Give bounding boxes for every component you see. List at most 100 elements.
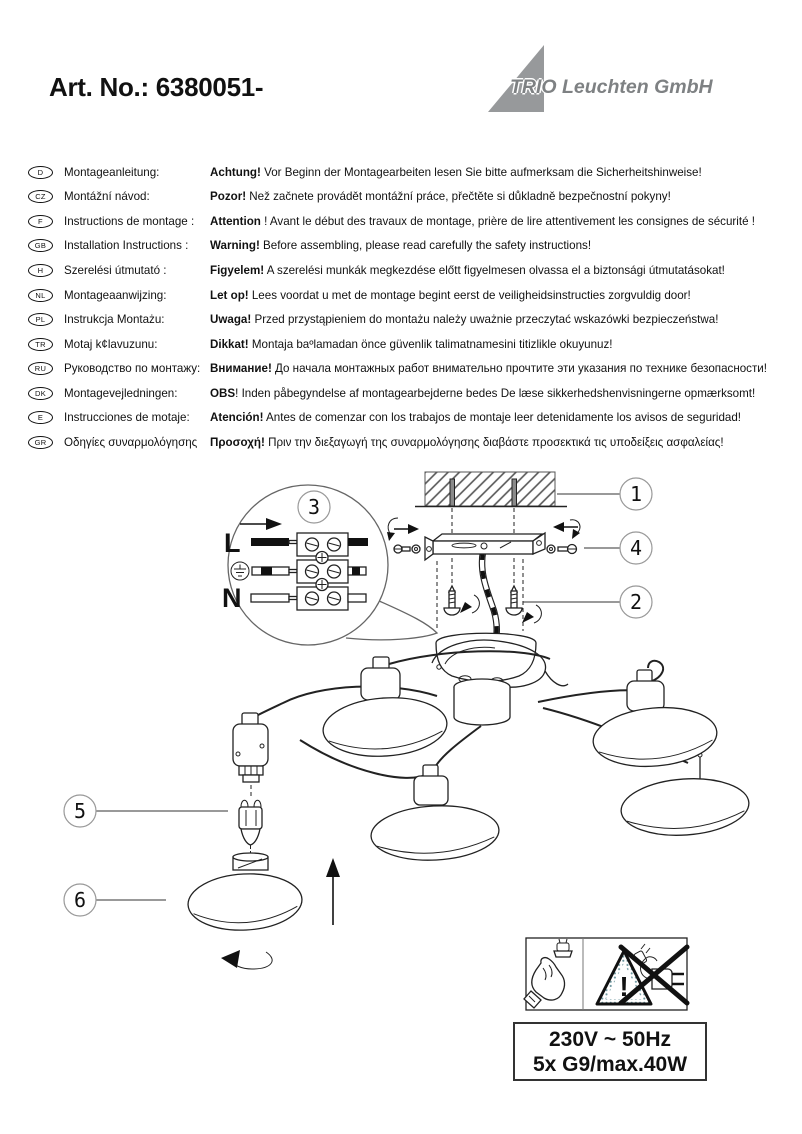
country-code-badge: H [28, 263, 53, 277]
warning-word: Προσοχή! [210, 435, 265, 449]
warning-word: Dikkat! [210, 337, 249, 351]
doc-type-label: Szerelési útmutató : [64, 263, 167, 277]
warning-text: A szerelési munkák megkezdése előtt figy… [264, 263, 725, 277]
warning-text: ! Inden påbegyndelse af montagearbejdern… [235, 386, 756, 400]
electrical-specs: 230V ~ 50Hz 5x G9/max.40W [513, 1022, 707, 1081]
brand-name: TRIO Leuchten GmbH [510, 76, 713, 98]
safety-notice: Внимание! До начала монтажных работ вним… [210, 362, 767, 375]
mounting-bracket [424, 531, 546, 562]
country-code-badge: GR [28, 435, 53, 449]
warning-text: До начала монтажных работ внимательно пр… [271, 362, 767, 376]
doc-type-label: Οδηγίες συναρμολόγησης [64, 435, 198, 449]
callout-1-number: 1 [630, 482, 642, 506]
socket [232, 723, 269, 767]
earth-symbol-icon [230, 561, 250, 581]
country-code-badge: GB [28, 239, 53, 253]
assembly-diagram: 3 L N [63, 471, 750, 1011]
safety-notice: Atención! Antes de comenzar con los trab… [210, 411, 741, 424]
neutral-wire-label: N [222, 583, 242, 613]
lamp-shade [187, 873, 303, 931]
country-code-badge: D [28, 165, 53, 179]
lamp-arm [388, 650, 551, 665]
doc-type-label: Installation Instructions : [64, 239, 189, 253]
language-row-cz: CZ Montážní návod: Pozor! Než začnete pr… [28, 185, 802, 210]
safety-notice: Attention ! Avant le début des travaux d… [210, 215, 755, 228]
safety-notice: Let op! Lees voordat u met de montage be… [210, 289, 691, 302]
shade-collar [232, 852, 269, 871]
warning-text: Vor Beginn der Montagearbeiten lesen Sie… [260, 165, 702, 179]
country-code-badge: PL [28, 313, 53, 327]
doc-type-label: Instrukcja Montażu: [64, 313, 165, 327]
article-number: Art. No.: 6380051- [49, 72, 264, 102]
terminal-block [296, 532, 349, 611]
bulb-spec: 5x G9/max.40W [532, 1053, 688, 1076]
socket [360, 667, 401, 701]
warning-word: Attention [210, 214, 261, 228]
neutral-wire [250, 593, 290, 603]
socket-nub [241, 712, 259, 726]
warning-word: Warning! [210, 239, 260, 253]
callout-2-number: 2 [630, 590, 642, 614]
wiring-detail-bubble: 3 L N [222, 484, 439, 646]
language-row-gb: GB Installation Instructions : Warning! … [28, 234, 802, 259]
socket [626, 680, 665, 712]
exploded-socket-assembly [187, 712, 303, 931]
country-code-badge: E [28, 411, 53, 425]
language-row-fr: F Instructions de montage : Attention ! … [28, 209, 802, 234]
lamp-shade [592, 706, 718, 768]
warning-word: Внимание! [210, 362, 272, 376]
language-notice-list: D Montageanleitung: Achtung! Vor Beginn … [28, 160, 802, 455]
callout-4-number: 4 [630, 536, 642, 560]
safety-notice: Προσοχή! Πριν την διεξαγωγή της συναρμολ… [210, 436, 724, 449]
canopy [431, 632, 569, 726]
doc-type-label: Montageanleitung: [64, 165, 160, 179]
callout-6 [63, 883, 97, 917]
canopy-swirl [431, 639, 547, 688]
callout-3: 3 [308, 495, 320, 519]
callout-6-number: 6 [74, 888, 86, 912]
warning-word: Let op! [210, 288, 249, 302]
language-row-de: D Montageanleitung: Achtung! Vor Beginn … [28, 160, 802, 185]
live-wire [251, 538, 289, 546]
doc-type-label: Montageaanwijzing: [64, 288, 167, 302]
callout-5-number: 5 [74, 799, 86, 823]
live-wire-label: L [224, 528, 241, 558]
callout-2 [619, 585, 653, 619]
warning-text: Než začnete provádět montážní práce, pře… [246, 190, 671, 204]
lamp-shade [620, 778, 750, 836]
language-row-pl: PL Instrukcja Montażu: Uwaga! Przed przy… [28, 307, 802, 332]
doc-type-label: Руководство по монтажу: [64, 362, 201, 376]
warning-word: Pozor! [210, 190, 247, 204]
language-row-dk: DK Montagevejledningen: OBS! Inden påbeg… [28, 381, 802, 406]
language-row-nl: NL Montageaanwijzing: Let op! Lees voord… [28, 283, 802, 308]
country-code-badge: NL [28, 288, 53, 302]
warning-word: OBS [210, 386, 236, 400]
doc-type-label: Instructions de montage : [64, 214, 195, 228]
warning-word: Uwaga! [210, 313, 252, 327]
rotate-arrow-icon [460, 594, 480, 614]
warning-word: Atención! [210, 411, 264, 425]
doc-type-label: Montagevejledningen: [64, 386, 178, 400]
warning-text: Before assembling, please read carefully… [259, 239, 592, 253]
fixing-screw [546, 543, 578, 555]
callouts: 1 4 2 5 6 [63, 477, 653, 917]
up-arrow-icon [326, 858, 340, 925]
lamp-shade [322, 697, 448, 757]
warning-text: Antes de comenzar con los trabajos de mo… [263, 411, 742, 425]
gloves-icon [523, 938, 573, 1009]
language-row-es: E Instrucciones de motaje: Atención! Ant… [28, 405, 802, 430]
rotate-arrow-icon [221, 950, 273, 970]
wall-plug [511, 478, 517, 507]
warning-text: Montaja baºlamadan önce güvenlik talimat… [248, 337, 613, 351]
socket-nub [636, 669, 653, 683]
language-row-hu: H Szerelési útmutató : Figyelem! A szere… [28, 258, 802, 283]
socket-nub [372, 656, 390, 670]
country-code-badge: DK [28, 386, 53, 400]
warning-text: Lees voordat u met de montage begint eer… [248, 288, 691, 302]
washer [414, 547, 418, 551]
socket [413, 775, 449, 806]
warning-word: Figyelem! [210, 263, 265, 277]
trio-logo-triangle [488, 45, 544, 112]
language-row-ru: RU Руководство по монтажу: Внимание! До … [28, 356, 802, 381]
